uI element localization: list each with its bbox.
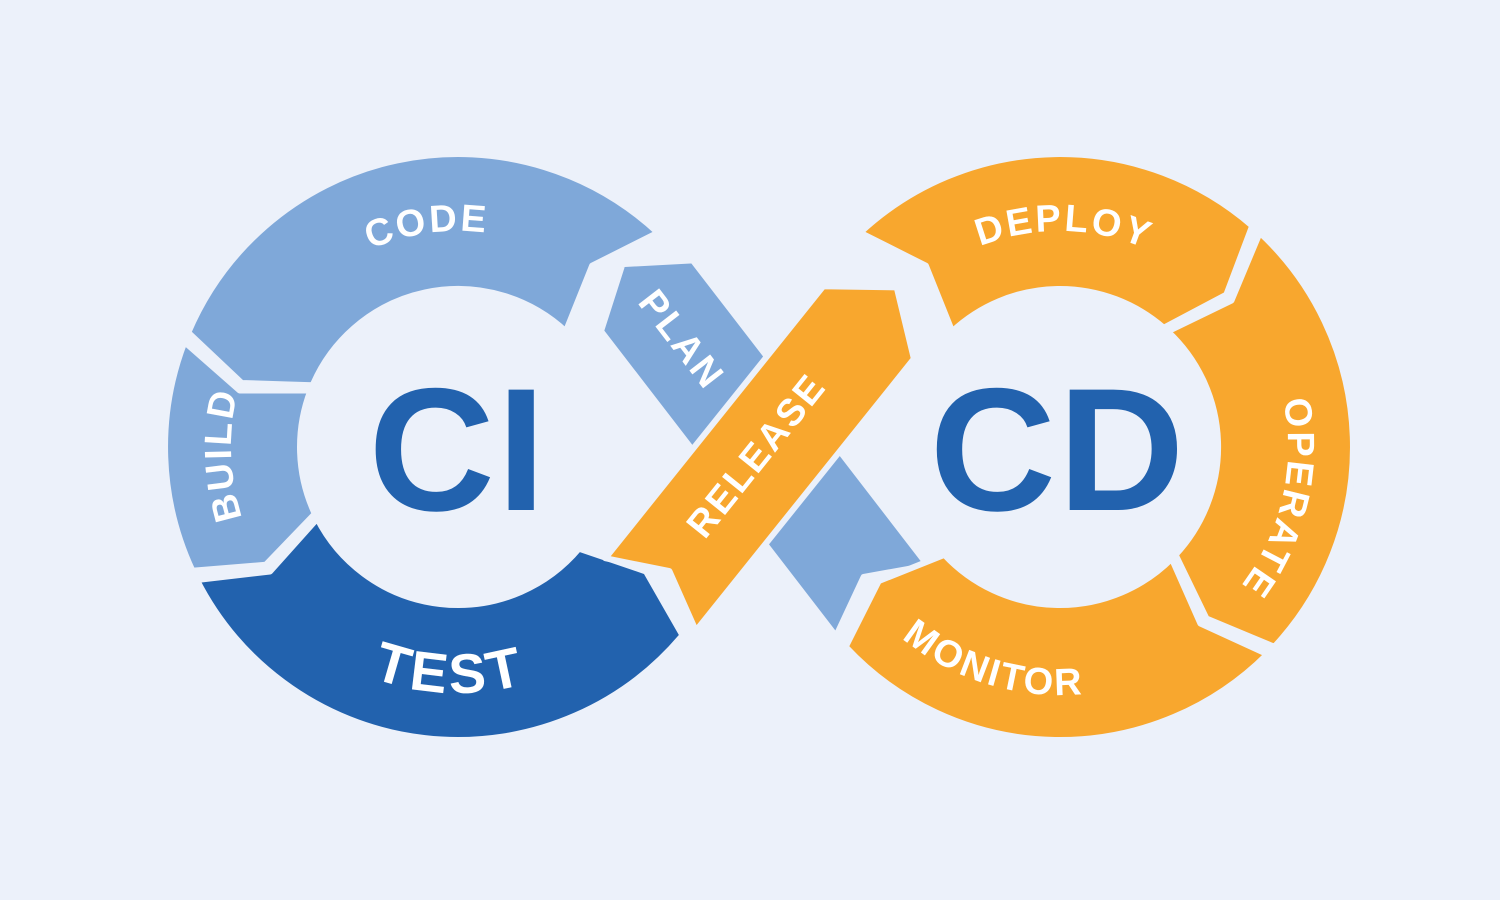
ci-center-label: CI <box>369 353 548 548</box>
label-build: BUILD <box>198 385 251 526</box>
segment-code-arrow <box>185 151 661 389</box>
ci-loop <box>162 151 931 744</box>
segment-operate-arrow <box>1164 229 1356 650</box>
cd-loop <box>602 151 1356 744</box>
label-build-text: BUILD <box>198 385 248 526</box>
band-release-arrow <box>602 283 917 634</box>
segment-test-arrow <box>193 515 686 744</box>
segment-build-arrow <box>162 339 318 574</box>
segment-deploy-arrow <box>857 151 1256 335</box>
cd-center-label: CD <box>930 353 1187 548</box>
segment-monitor-arrow <box>842 551 1271 744</box>
